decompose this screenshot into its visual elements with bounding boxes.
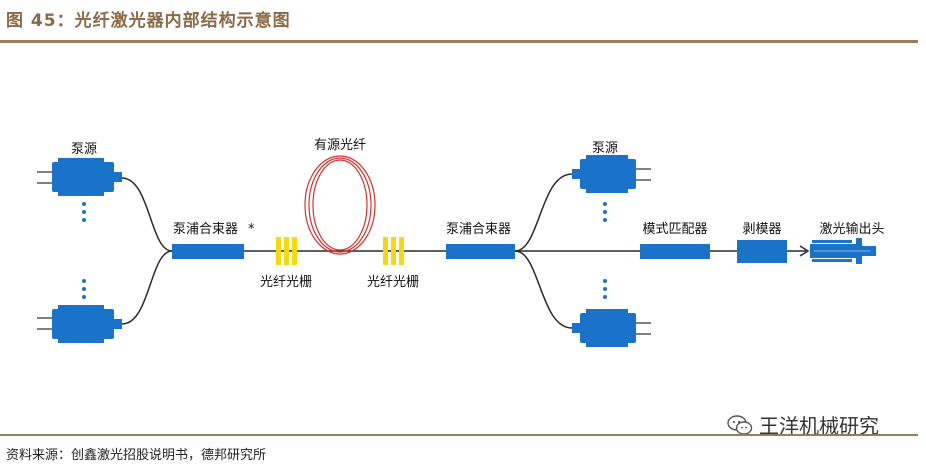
mode-matcher-block [640,244,710,259]
fiber-grating-left [276,237,297,265]
combiner-left-mark: * [248,222,255,237]
pump-source-left-bottom [37,305,122,343]
mode-matcher-label: 模式匹配器 [642,222,707,237]
mode-stripper-block [737,240,787,263]
arrow-head-icon [799,245,810,257]
ellipsis-dots-right-bottom [603,279,607,299]
combiner-left-label: 泵浦合束器 [173,222,238,237]
pump-source-right-bottom [572,309,651,347]
combiner-right-label: 泵浦合束器 [446,222,511,237]
top-rule [0,40,918,43]
active-fiber-coil [304,155,376,255]
pump-source-left-top [37,158,122,196]
mode-stripper-label: 剥模器 [742,222,781,237]
grating-right-label: 光纤光栅 [367,275,419,290]
pump-source-right-top [572,155,651,193]
bottom-rule [0,434,918,436]
source-note: 资料来源：创鑫激光招股说明书，德邦研究所 [6,448,267,463]
pump-source-right-label: 泵源 [592,141,618,156]
fiber-right-pump-top [514,173,573,252]
fiber-pump-bottom [121,250,173,325]
grating-left-label: 光纤光栅 [260,275,312,290]
figure-title: 图 45：光纤激光器内部结构示意图 [6,11,291,31]
combiner-left-block [172,244,244,259]
ellipsis-dots-left-bottom [82,279,86,299]
wechat-icon [727,414,753,435]
ellipsis-dots-right-top [603,202,607,222]
output-head-label: 激光输出头 [819,221,884,237]
active-fiber-label: 有源光纤 [314,138,366,153]
fiber-right-pump-bottom [514,250,573,329]
pump-source-top-label: 泵源 [71,142,97,157]
combiner-right-block [446,244,515,259]
ellipsis-dots-left-top [82,202,86,222]
fiber-grating-right [383,237,404,265]
fiber-pump-top [121,177,173,252]
